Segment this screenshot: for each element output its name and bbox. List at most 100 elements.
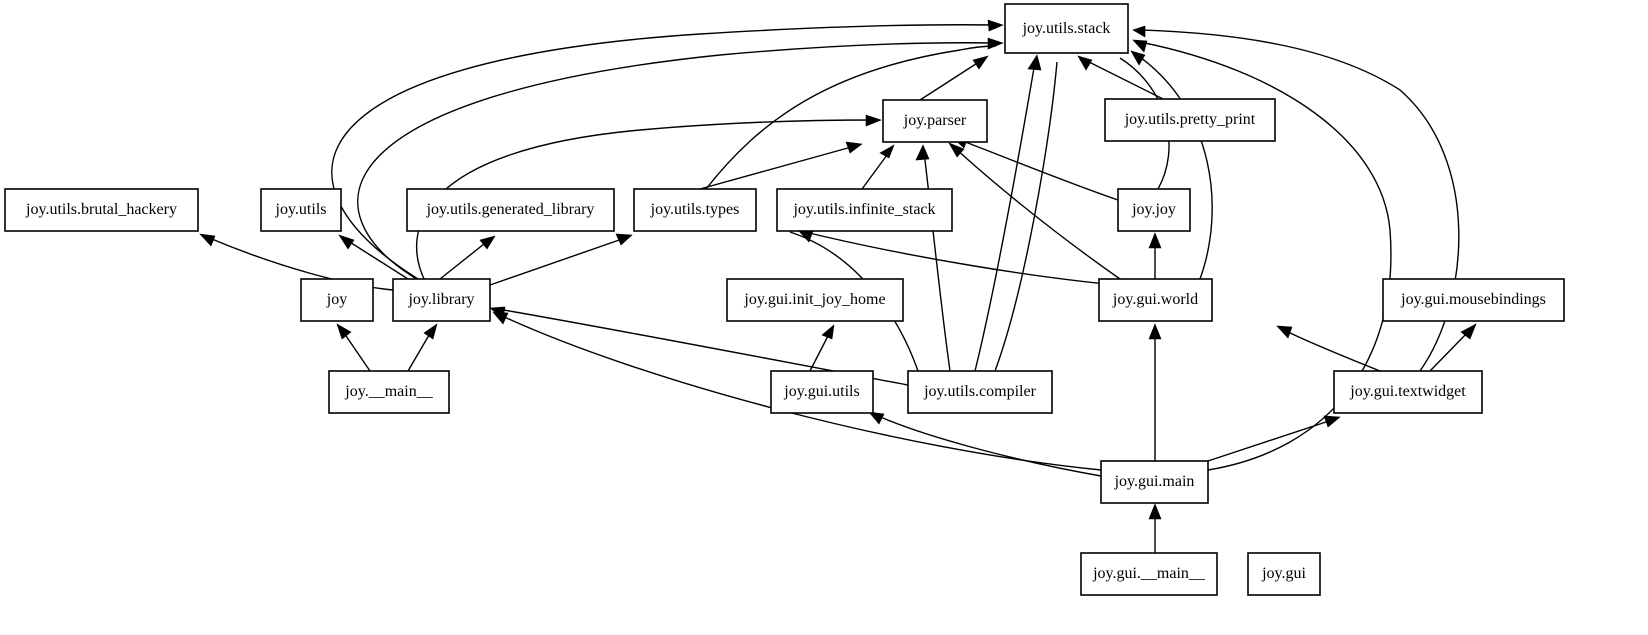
node-label: joy.gui.mousebindings — [1400, 291, 1546, 308]
node-joy-utils-generated-library[interactable]: joy.utils.generated_library — [406, 188, 615, 232]
node-label: joy.__main__ — [344, 383, 433, 400]
node-joy-utils-types[interactable]: joy.utils.types — [633, 188, 757, 232]
edge-joy-library-to-joy-utils-brutal-hackery — [206, 236, 394, 291]
node-joy-gui-init-joy-home[interactable]: joy.gui.init_joy_home — [726, 278, 904, 322]
node-box[interactable] — [300, 278, 374, 322]
arrowhead-icon — [987, 19, 1004, 32]
arrowhead-icon — [1276, 325, 1293, 339]
edge-joy-utils-compiler-to-joy-utils-stack-2 — [994, 61, 1058, 372]
edge-joy-utils-types-to-joy-parser — [699, 145, 856, 190]
node-layer: joy.utils.stack joy.parser joy.utils.pre… — [4, 3, 1565, 596]
arrowhead-icon — [868, 411, 885, 425]
node-label: joy.gui.world — [1112, 291, 1198, 308]
arrowhead-icon — [336, 323, 352, 340]
node-joy-dunder-main[interactable]: joy.__main__ — [328, 370, 450, 414]
node-box[interactable] — [4, 188, 199, 232]
node-joy-utils[interactable]: joy.utils — [260, 188, 342, 232]
arrowhead-icon — [972, 55, 989, 70]
arrowhead-icon — [1148, 232, 1162, 249]
arrowhead-icon — [821, 324, 835, 340]
arrowhead-icon — [338, 234, 355, 250]
node-box[interactable] — [328, 370, 450, 414]
node-joy-gui-dunder-main[interactable]: joy.gui.__main__ — [1080, 552, 1218, 596]
edge-joy-main-to-joy — [341, 329, 371, 372]
node-label: joy.utils — [275, 201, 327, 218]
edge-joy-library-to-joy-utils-stack-2 — [357, 42, 997, 282]
node-label: joy.utils.generated_library — [426, 201, 595, 218]
edge-joy-library-to-joy-utils — [344, 238, 409, 280]
node-label: joy.gui.utils — [783, 383, 859, 400]
node-label: joy.gui.__main__ — [1092, 565, 1206, 582]
node-box[interactable] — [882, 99, 988, 143]
node-joy-parser[interactable]: joy.parser — [882, 99, 988, 143]
node-box[interactable] — [406, 188, 615, 232]
node-joy-gui-mousebindings[interactable]: joy.gui.mousebindings — [1382, 278, 1565, 322]
arrowhead-icon — [865, 114, 882, 127]
node-label: joy.gui.textwidget — [1349, 383, 1466, 400]
node-box[interactable] — [1333, 370, 1483, 414]
edge-joy-gui-textwidget-to-joy-gui-mousebindings — [1429, 329, 1471, 372]
node-label: joy.joy — [1131, 201, 1176, 218]
node-box[interactable] — [1247, 552, 1321, 596]
node-box[interactable] — [1117, 188, 1191, 232]
node-joy-utils-brutal-hackery[interactable]: joy.utils.brutal_hackery — [4, 188, 199, 232]
node-joy-joy[interactable]: joy.joy — [1117, 188, 1191, 232]
node-joy-gui-textwidget[interactable]: joy.gui.textwidget — [1333, 370, 1483, 414]
node-label: joy.utils.compiler — [923, 383, 1037, 400]
node-label: joy.utils.infinite_stack — [792, 201, 935, 218]
node-joy-utils-infinite-stack[interactable]: joy.utils.infinite_stack — [776, 188, 953, 232]
node-box[interactable] — [1382, 278, 1565, 322]
arrowhead-icon — [1027, 54, 1042, 71]
arrowhead-icon — [987, 37, 1004, 50]
node-box[interactable] — [1004, 3, 1129, 54]
arrowhead-icon — [948, 142, 965, 158]
arrowhead-icon — [1323, 415, 1341, 428]
node-joy-gui-world[interactable]: joy.gui.world — [1098, 278, 1213, 322]
node-label: joy.utils.pretty_print — [1124, 111, 1256, 128]
node-joy-utils-pretty-print[interactable]: joy.utils.pretty_print — [1104, 98, 1276, 142]
node-box[interactable] — [392, 278, 491, 322]
arrowhead-icon — [915, 144, 930, 161]
arrowhead-icon — [615, 233, 633, 246]
edge-joy-utils-infinite-stack-to-joy-parser — [861, 150, 891, 190]
node-box[interactable] — [1100, 460, 1209, 504]
node-box[interactable] — [776, 188, 953, 232]
arrowhead-icon — [199, 233, 216, 247]
node-joy-library[interactable]: joy.library — [392, 278, 491, 322]
node-joy-utils-compiler[interactable]: joy.utils.compiler — [907, 370, 1053, 414]
arrowhead-icon — [845, 141, 863, 154]
node-label: joy.gui — [1261, 565, 1306, 582]
edge-joy-utils-compiler-to-joy-parser — [923, 151, 951, 372]
node-box[interactable] — [770, 370, 874, 414]
edge-joy-utils-pretty-print-to-joy-utils-stack — [1084, 59, 1164, 100]
arrowhead-icon — [1460, 323, 1477, 340]
arrowhead-icon — [1132, 25, 1146, 38]
edge-joy-gui-world-to-joy-parser — [954, 147, 1121, 280]
node-joy-utils-stack[interactable]: joy.utils.stack — [1004, 3, 1129, 54]
arrowhead-icon — [1077, 55, 1093, 71]
node-joy[interactable]: joy — [300, 278, 374, 322]
edge-joy-library-to-joy-utils-generated-library — [439, 239, 490, 280]
node-box[interactable] — [726, 278, 904, 322]
node-joy-gui[interactable]: joy.gui — [1247, 552, 1321, 596]
arrowhead-icon — [479, 235, 496, 250]
node-box[interactable] — [1098, 278, 1213, 322]
node-label: joy.utils.stack — [1022, 20, 1111, 37]
node-box[interactable] — [907, 370, 1053, 414]
node-label: joy.library — [407, 291, 474, 308]
node-label: joy.gui.init_joy_home — [743, 291, 885, 308]
node-joy-gui-utils[interactable]: joy.gui.utils — [770, 370, 874, 414]
node-box[interactable] — [1080, 552, 1218, 596]
edge-joy-main-to-joy-library — [407, 329, 433, 372]
node-box[interactable] — [633, 188, 757, 232]
node-box[interactable] — [1104, 98, 1276, 142]
node-label: joy.parser — [903, 112, 967, 129]
arrowhead-icon — [1148, 503, 1162, 520]
node-label: joy.utils.types — [650, 201, 740, 218]
edge-joy-joy-to-joy-parser — [959, 139, 1119, 201]
edge-joy-parser-to-joy-utils-stack — [919, 59, 983, 101]
node-box[interactable] — [260, 188, 342, 232]
node-joy-gui-main[interactable]: joy.gui.main — [1100, 460, 1209, 504]
